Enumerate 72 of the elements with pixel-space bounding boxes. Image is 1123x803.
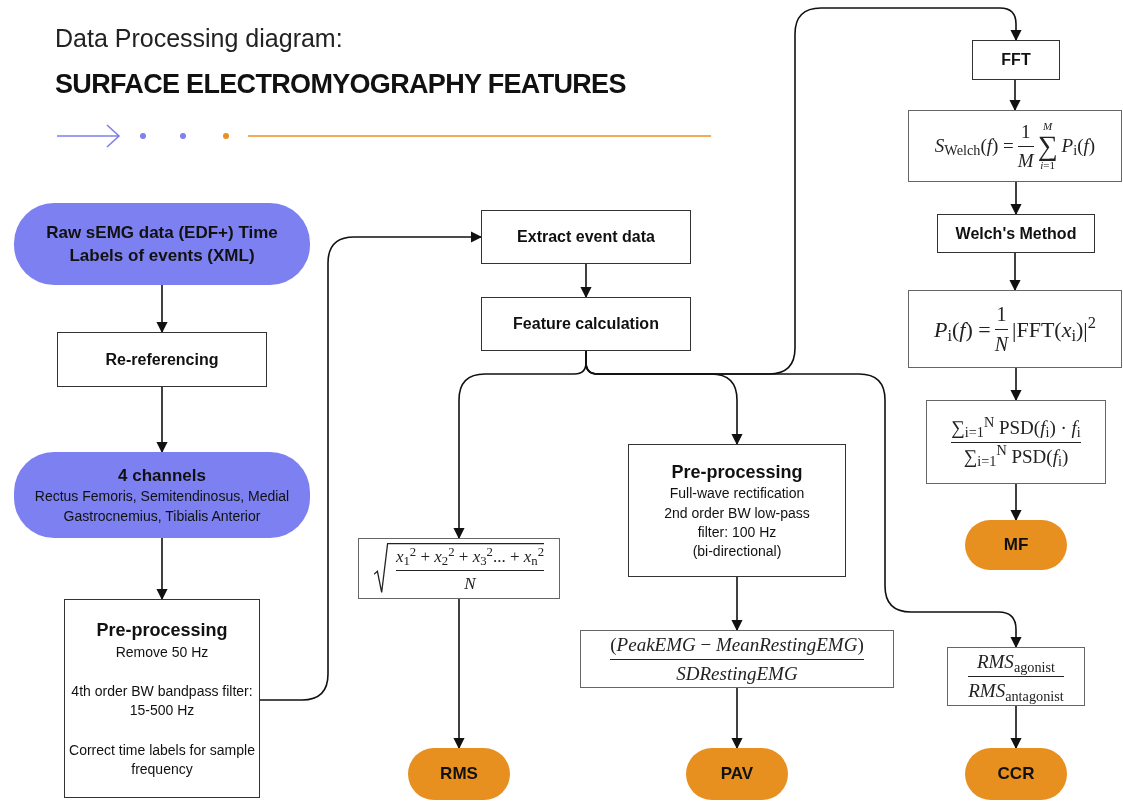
formula-text: i=1 [1040, 160, 1055, 171]
node-label: RMS [440, 763, 478, 786]
formula-text: (PeakEMG − MeanRestingEMG) [610, 632, 864, 657]
formula-text: |FFT(x$_{i}$)|$^{2}$ [1012, 312, 1097, 346]
arrow [731, 576, 743, 632]
process-box [628, 444, 846, 577]
process-box [937, 214, 1095, 253]
formula-text: N [464, 572, 476, 594]
formula-text: S$_{Welch}$(f) = [934, 133, 1014, 161]
arrow [259, 231, 483, 701]
formula-text: RMS$_{antagonist}$ [968, 679, 1064, 703]
node-description: Rectus Femoris, Semitendinosus, Medial Gastrocnemius, Tibialis Anterior [33, 487, 291, 526]
formula-text: P$_{i}$(f) = [933, 315, 991, 346]
arrow [1010, 181, 1022, 216]
formula-text: 1 [1020, 119, 1031, 144]
formula-text: 1 [996, 301, 1007, 327]
subtitle: Data Processing diagram: [55, 23, 343, 54]
arrow [1010, 705, 1022, 750]
node-description: Remove 50 Hz [114, 642, 210, 662]
result-pill [965, 520, 1067, 570]
node-label: Extract event data [517, 227, 655, 247]
formula-box [926, 400, 1106, 484]
process-box [481, 297, 691, 351]
formula-box [908, 290, 1122, 368]
node-label: CCR [997, 763, 1035, 786]
formula-text: ∑ [1037, 132, 1058, 160]
node-label: Pre-processing [96, 619, 228, 642]
node-label: PAV [720, 763, 754, 786]
arrow [1010, 367, 1022, 402]
node-description: (bi-directional) [691, 542, 783, 562]
arrow [156, 284, 168, 334]
arrow [1009, 252, 1021, 292]
formula-text: P$_{i}$(f) [1061, 133, 1096, 161]
arrow [156, 537, 168, 601]
result-pill [965, 748, 1067, 800]
node-label: 4 channels [118, 465, 206, 488]
formula-box [947, 647, 1085, 706]
process-box [481, 210, 691, 264]
formula-box [358, 538, 560, 599]
process-box [57, 332, 267, 387]
node-label: Welch's Method [955, 223, 1077, 244]
title: SURFACE ELECTROMYOGRAPHY FEATURES [55, 68, 626, 101]
node-label: FFT [1001, 50, 1031, 70]
arrow [156, 386, 168, 454]
node-label: Raw sEMG data (EDF+) Time Labels of events (XML) [45, 221, 279, 267]
node-description: 2nd order BW low-pass filter: 100 Hz [663, 503, 811, 542]
process-box [972, 40, 1060, 80]
formula-box [908, 110, 1122, 182]
formula-text: ∑$_{i=1}$$^{N}$ PSD(f$_{i}$) · f$_{i}$ [951, 415, 1081, 440]
arrow [585, 7, 1022, 375]
node-label: MF [1003, 534, 1029, 557]
formula-box [580, 630, 894, 688]
result-pill [686, 748, 788, 800]
node-description: Full-wave rectification [668, 484, 806, 504]
arrow [1010, 483, 1022, 522]
process-box [64, 599, 260, 798]
arrow [1009, 79, 1021, 112]
arrow [580, 263, 592, 299]
arrow [731, 687, 743, 750]
formula-text: ∑$_{i=1}$$^{N}$ PSD(f$_{i}$) [963, 444, 1069, 469]
node-label: Pre-processing [671, 460, 803, 484]
result-pill [408, 748, 510, 800]
formula-text: SDRestingEMG [676, 661, 798, 686]
node-label: Feature calculation [513, 314, 659, 334]
arrow [453, 598, 465, 750]
node-label: Re-referencing [105, 349, 219, 370]
formula-text: RMS$_{agonist}$ [976, 650, 1056, 674]
formula-text: N [994, 331, 1009, 357]
node-description: Correct time labels for sample frequency [68, 740, 256, 779]
formula-text: M [1043, 121, 1053, 132]
formula-text: M [1017, 148, 1034, 173]
node-description: 4th order BW bandpass filter: 15-500 Hz [70, 682, 254, 721]
